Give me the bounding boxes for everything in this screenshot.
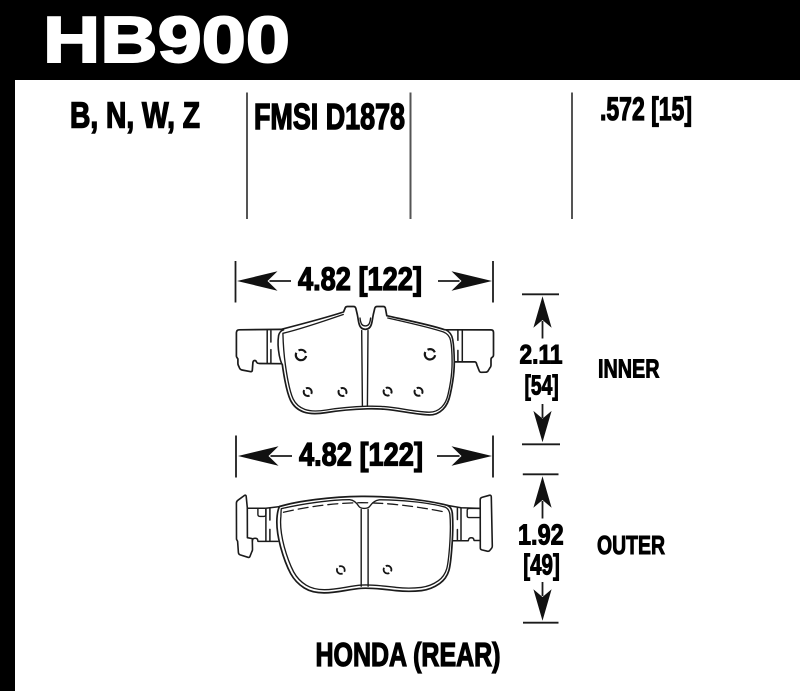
svg-text:2.11: 2.11 xyxy=(520,339,563,369)
svg-text:.572 [15]: .572 [15] xyxy=(600,91,692,127)
svg-text:FMSI D1878: FMSI D1878 xyxy=(254,96,405,137)
svg-text:HONDA (REAR): HONDA (REAR) xyxy=(316,636,501,673)
svg-text:1.92: 1.92 xyxy=(518,520,564,552)
svg-text:4.82 [122]: 4.82 [122] xyxy=(298,261,422,297)
svg-text:[49]: [49] xyxy=(523,550,560,582)
svg-text:HB900: HB900 xyxy=(43,4,290,76)
svg-text:OUTER: OUTER xyxy=(597,532,665,560)
svg-text:[54]: [54] xyxy=(525,369,559,400)
svg-text:INNER: INNER xyxy=(598,356,660,384)
svg-text:B, N, W, Z: B, N, W, Z xyxy=(70,95,200,136)
svg-text:4.82 [122]: 4.82 [122] xyxy=(299,436,423,473)
